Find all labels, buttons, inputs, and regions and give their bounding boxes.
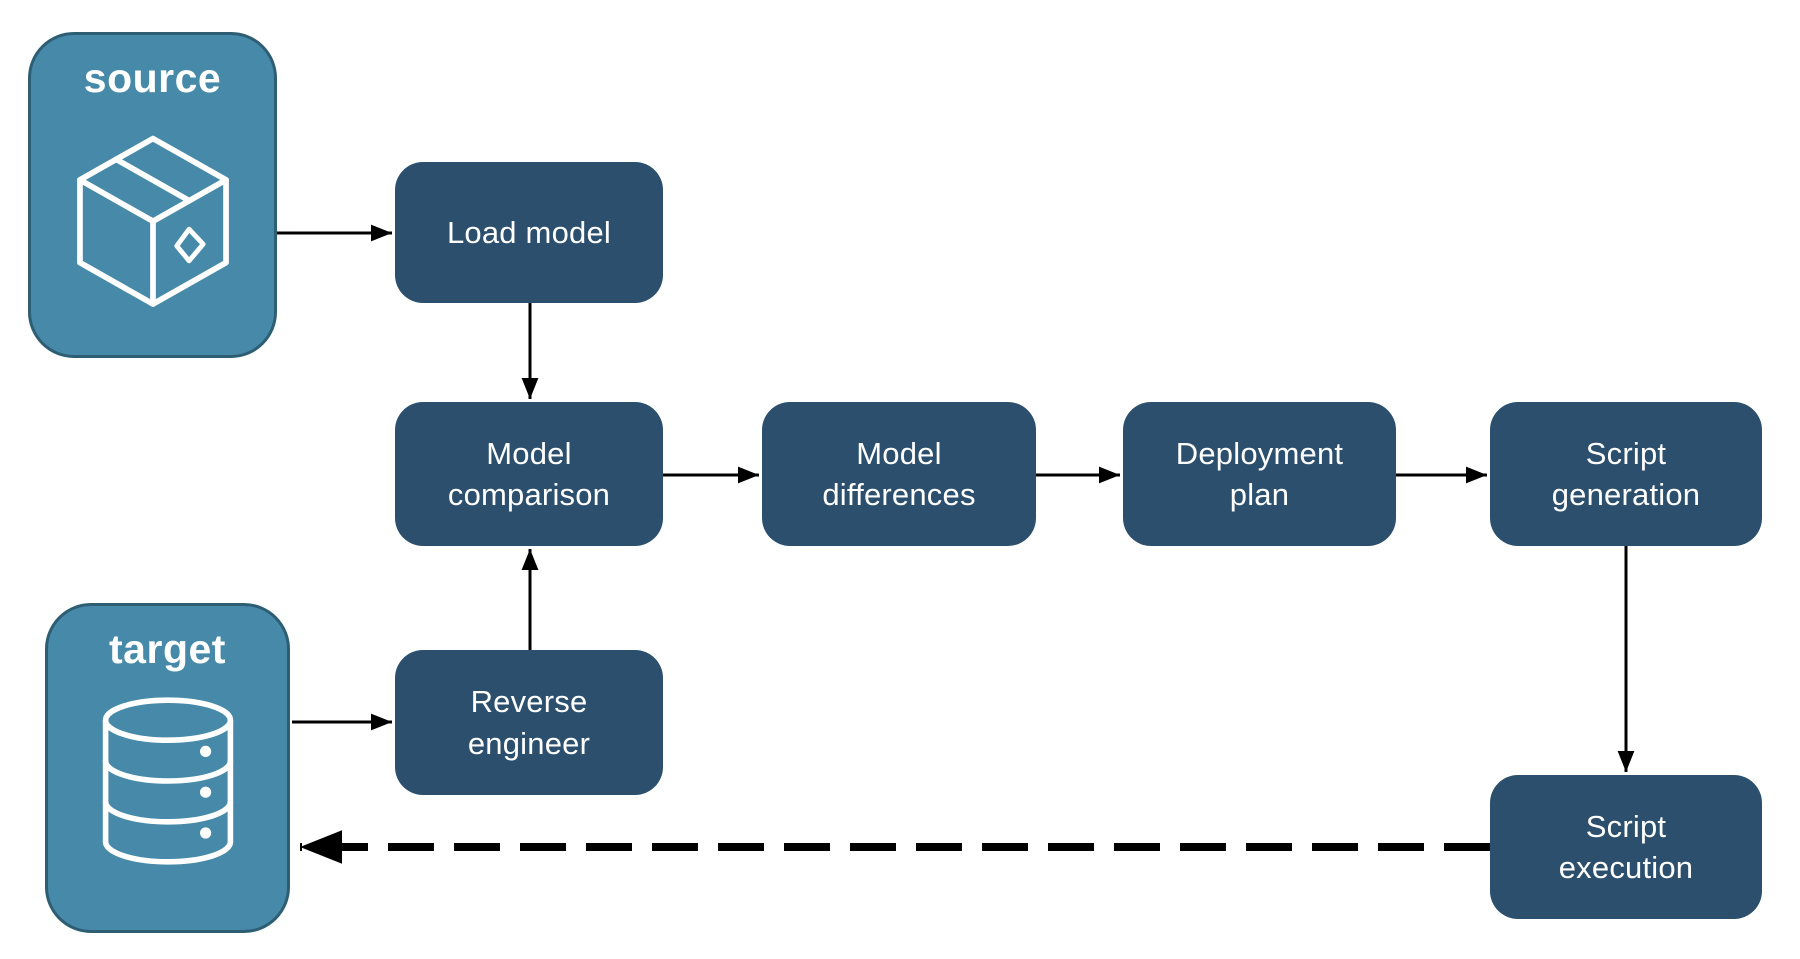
node-deployment-plan: Deployment plan (1123, 402, 1396, 546)
load-model-label: Load model (446, 214, 611, 250)
target-label: target (109, 626, 226, 672)
model-comparison-label: Model comparison (447, 435, 611, 512)
database-icon (102, 697, 233, 865)
script-generation-label: Script generation (1551, 435, 1701, 512)
node-source: source (28, 32, 277, 358)
source-label: source (83, 55, 222, 101)
node-model-differences: Model differences (762, 402, 1036, 546)
node-model-comparison: Model comparison (395, 402, 663, 546)
reverse-engineer-label: Reverse engineer (467, 684, 591, 761)
script-execution-label: Script execution (1558, 808, 1694, 885)
model-differences-label: Model differences (822, 435, 976, 512)
node-load-model: Load model (395, 162, 663, 303)
node-script-execution: Script execution (1490, 775, 1762, 919)
deployment-plan-label: Deployment plan (1175, 435, 1344, 512)
node-target: target (45, 603, 290, 933)
node-script-generation: Script generation (1490, 402, 1762, 546)
node-reverse-engineer: Reverse engineer (395, 650, 663, 795)
package-icon (76, 135, 229, 307)
